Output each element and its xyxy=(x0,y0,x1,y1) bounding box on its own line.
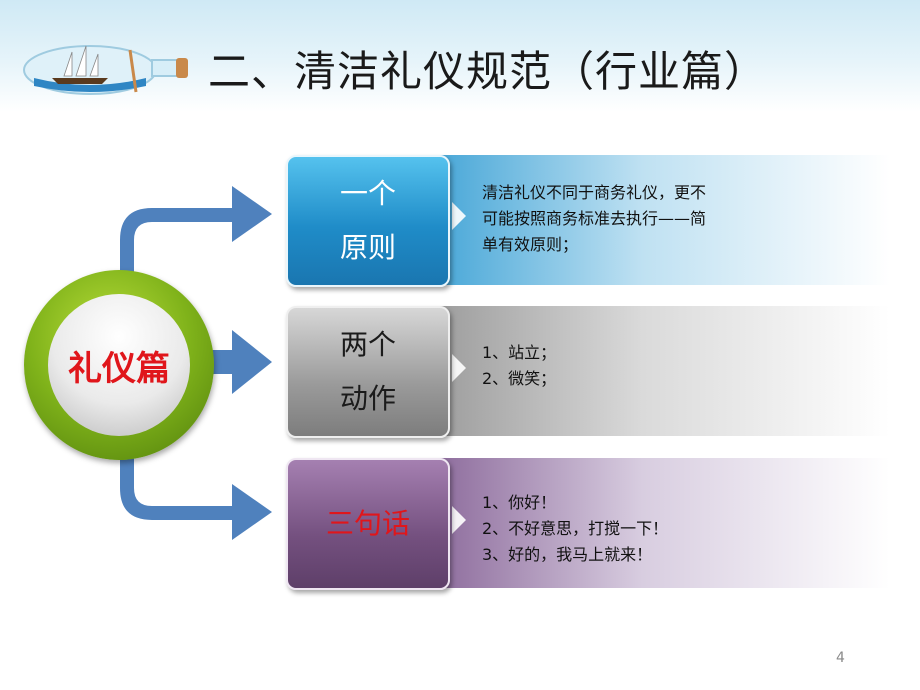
row-1-label-line-2: 原则 xyxy=(339,231,396,264)
row-1-label-box: 一个 原则 xyxy=(286,155,450,287)
arrow-to-row-2 xyxy=(210,330,272,394)
page-number: 4 xyxy=(836,650,845,666)
arrow-to-row-3 xyxy=(120,430,272,540)
arrow-to-row-1 xyxy=(120,186,272,300)
row-2-label-box: 两个 动作 xyxy=(286,306,450,438)
row-1-description: 清洁礼仪不同于商务礼仪，更不 可能按照商务标准去执行——简 单有效原则； xyxy=(482,183,707,254)
ship-in-bottle-icon xyxy=(23,45,188,95)
row-2-description: 1、站立； 2、微笑； xyxy=(482,343,557,388)
center-circle: 礼仪篇 xyxy=(48,294,190,436)
row-3-pointer xyxy=(452,506,466,534)
row-1-pointer xyxy=(452,202,466,230)
row-2-label-line-1: 两个 xyxy=(339,328,396,361)
row-3-label-line-1: 三句话 xyxy=(325,507,410,540)
center-label: 礼仪篇 xyxy=(68,348,170,389)
row-3-description: 1、你好！ 2、不好意思，打搅一下！ 3、好的，我马上就来！ xyxy=(482,493,669,564)
row-1-label-line-1: 一个 xyxy=(339,177,396,210)
row-2-label-line-2: 动作 xyxy=(339,382,396,415)
slide-header xyxy=(0,0,920,112)
row-1-description-panel xyxy=(440,155,890,285)
row-3-description-panel xyxy=(440,458,890,588)
row-2-description-panel xyxy=(440,306,890,436)
row-2-pointer xyxy=(452,354,466,382)
slide-title: 二、清洁礼仪规范（行业篇） xyxy=(208,47,768,96)
row-3-label-box: 三句话 xyxy=(286,458,450,590)
